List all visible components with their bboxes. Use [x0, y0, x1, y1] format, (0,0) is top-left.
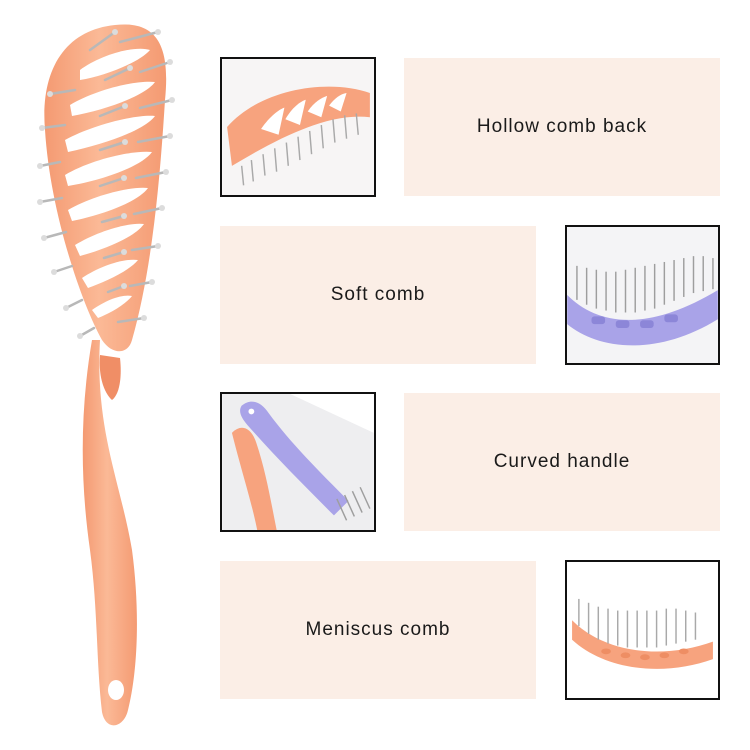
- main-brush-image: [20, 10, 210, 740]
- feature-label: Soft comb: [330, 284, 426, 305]
- feature-label: Hollow comb back: [476, 116, 648, 137]
- feature-photo-soft-comb: [565, 225, 720, 365]
- feature-photo-curved-handle: [220, 392, 376, 532]
- feature-photo-meniscus: [565, 560, 720, 700]
- feature-label: Meniscus comb: [305, 619, 451, 640]
- curved-handle-brush-icon: [222, 394, 374, 530]
- hollow-back-brush-icon: [222, 59, 374, 195]
- vent-brush-icon: [37, 24, 175, 726]
- feature-label: Curved handle: [493, 451, 631, 472]
- feature-label-box: Curved handle: [404, 393, 720, 531]
- feature-photo-hollow-back: [220, 57, 376, 197]
- meniscus-brush-icon: [567, 562, 718, 698]
- feature-label-box: Hollow comb back: [404, 58, 720, 196]
- soft-bristle-brush-icon: [567, 227, 718, 363]
- feature-label-box: Soft comb: [220, 226, 536, 364]
- feature-label-box: Meniscus comb: [220, 561, 536, 699]
